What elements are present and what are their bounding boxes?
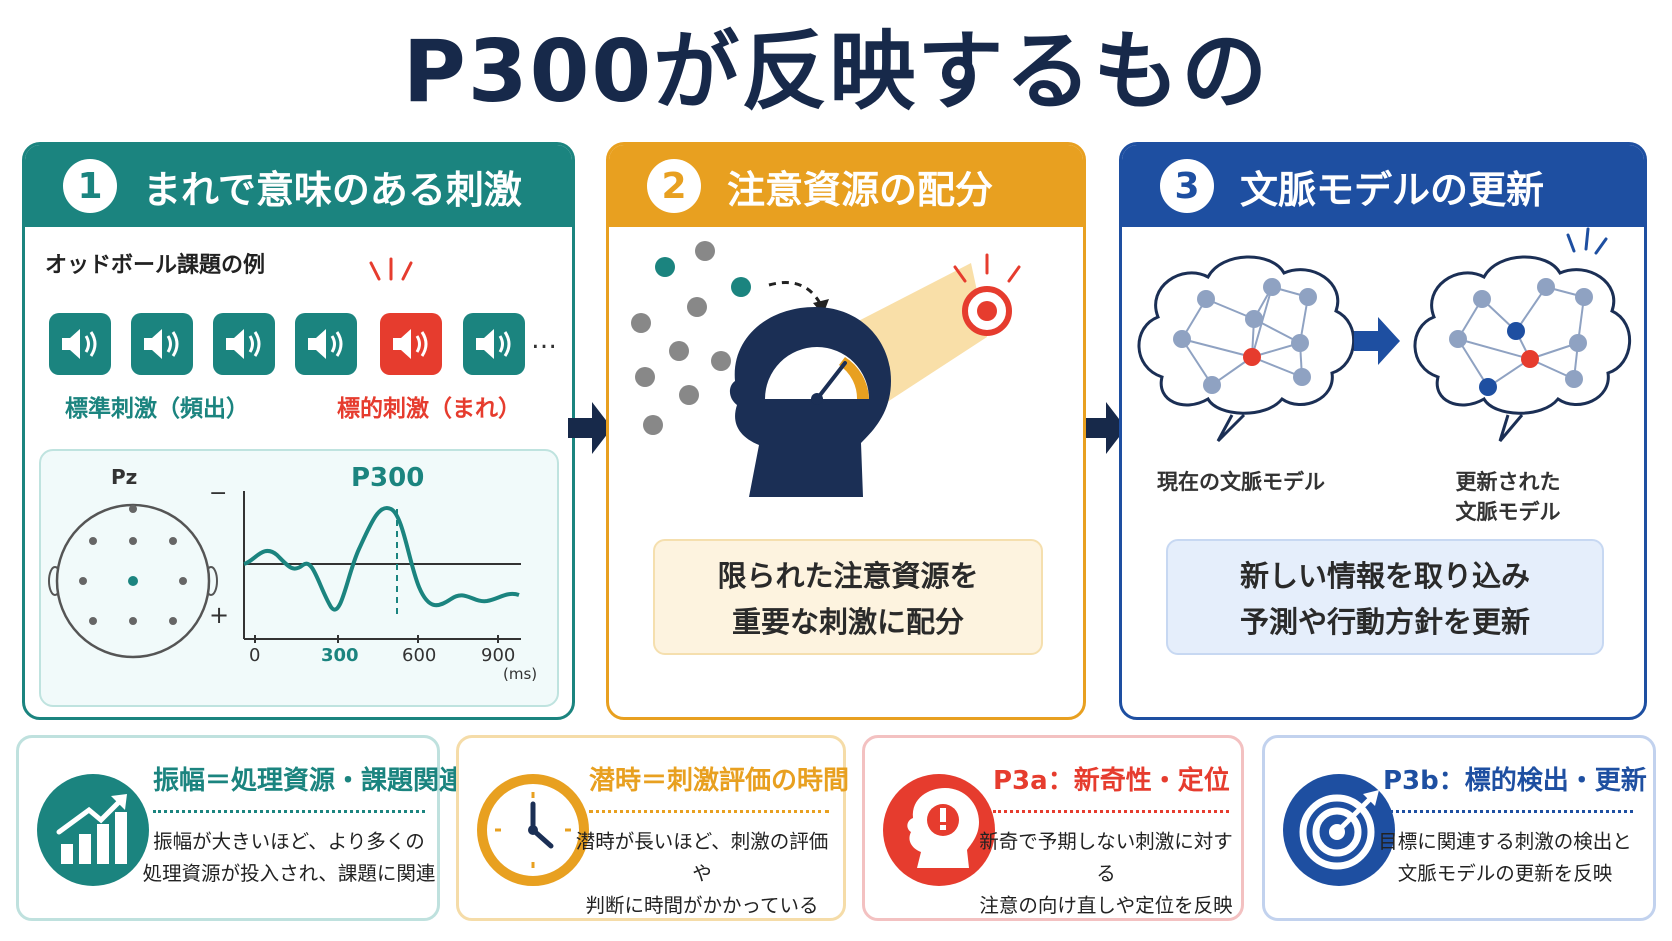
panel-context-update: 3 文脈モデルの更新	[1119, 142, 1647, 720]
card-body-line: 潜時が長いほど、刺激の評価や	[575, 830, 829, 885]
panel-header: 3 文脈モデルの更新	[1122, 145, 1644, 227]
unit-label: (ms)	[503, 665, 538, 683]
callout-line: 予測や行動方針を更新	[1239, 605, 1530, 639]
callout-line: 新しい情報を取り込み	[1239, 559, 1530, 593]
card-body-line: 判断に時間がかかっている	[585, 894, 819, 917]
updated-model-label-line: 文脈モデル	[1455, 500, 1561, 524]
target-stimulus-label: 標的刺激（まれ）	[337, 396, 521, 422]
card-body: 振幅が大きいほど、より多くの 処理資源が投入され、課題に関連	[139, 826, 439, 890]
card-body-line: 処理資源が投入され、課題に関連	[142, 862, 436, 885]
card-p3a: P3a：新奇性・定位 新奇で予期しない刺激に対する 注意の向け直しや定位を反映	[862, 735, 1244, 921]
card-body-line: 目標に関連する刺激の検出と	[1378, 830, 1632, 853]
head-alert-icon	[883, 774, 995, 886]
card-title: P3b：標的検出・更新	[1383, 766, 1647, 796]
arrow-right-icon	[1082, 402, 1126, 454]
panel-number: 1	[63, 159, 117, 213]
alert-rays-icon	[369, 257, 413, 281]
brain-network-icon	[1137, 255, 1355, 443]
panel-header: 1 まれで意味のある刺激	[25, 145, 572, 227]
arrow-right-icon	[568, 402, 612, 454]
page-title: P300が反映するもの	[402, 22, 1270, 122]
axis-plus-label: +	[209, 601, 230, 629]
panel-title: 文脈モデルの更新	[1240, 167, 1545, 212]
ellipsis: …	[531, 325, 559, 355]
card-title: 潜時＝刺激評価の時間	[589, 766, 850, 796]
card-body-line: 文脈モデルの更新を反映	[1397, 862, 1613, 885]
card-body: 潜時が長いほど、刺激の評価や 判断に時間がかかっている	[567, 826, 837, 922]
arrow-right-icon	[1354, 317, 1400, 365]
target-speaker-icon	[380, 313, 442, 375]
card-p3b: P3b：標的検出・更新 目標に関連する刺激の検出と 文脈モデルの更新を反映	[1262, 735, 1656, 921]
panel-rare-stimulus: 1 まれで意味のある刺激 オッドボール課題の例 … 標準刺激（頻出） 標的刺激（…	[22, 142, 575, 720]
panel-title: 注意資源の配分	[727, 167, 994, 212]
updated-model-label-line: 更新された	[1455, 470, 1561, 494]
brain-network-icon	[1413, 227, 1631, 442]
speaker-icon	[463, 313, 525, 375]
card-title: P3a：新奇性・定位	[993, 766, 1230, 796]
speaker-icon	[295, 313, 357, 375]
panel-attention-allocation: 2 注意資源の配分 限られた注意資源を 重要な刺激に配分	[606, 142, 1086, 720]
updated-model-label: 更新された 文脈モデル	[1428, 467, 1588, 527]
card-body: 新奇で予期しない刺激に対する 注意の向け直しや定位を反映	[971, 826, 1241, 922]
tick-label: 0	[249, 645, 261, 666]
context-callout: 新しい情報を取り込み 予測や行動方針を更新	[1166, 539, 1604, 655]
axis-minus-label: −	[209, 481, 228, 506]
clock-icon	[477, 774, 589, 886]
speaker-icon	[213, 313, 275, 375]
brain-network-illustration	[1137, 227, 1631, 443]
erp-panel: Pz P300 − + 0 300 600 900 (ms)	[39, 449, 559, 707]
panel-number: 2	[647, 159, 701, 213]
card-title: 振幅＝処理資源・課題関連性	[153, 766, 492, 796]
erp-waveform-figure	[48, 491, 521, 659]
speaker-icon	[49, 313, 111, 375]
card-divider	[589, 810, 829, 813]
attention-callout: 限られた注意資源を 重要な刺激に配分	[653, 539, 1043, 655]
current-model-label: 現在の文脈モデル	[1157, 470, 1325, 494]
panel-title: まれで意味のある刺激	[143, 167, 522, 212]
panel-number: 3	[1160, 159, 1214, 213]
target-arrow-icon	[1283, 774, 1395, 886]
card-divider	[1383, 810, 1633, 813]
tick-label: 900	[481, 645, 516, 666]
callout-line: 限られた注意資源を	[717, 559, 979, 593]
attention-gauge-illustration	[631, 241, 1021, 497]
panel-header: 2 注意資源の配分	[609, 145, 1083, 227]
card-latency: 潜時＝刺激評価の時間 潜時が長いほど、刺激の評価や 判断に時間がかかっている	[456, 735, 850, 922]
card-divider	[993, 810, 1229, 813]
card-body: 目標に関連する刺激の検出と 文脈モデルの更新を反映	[1365, 826, 1645, 890]
tick-label: 300	[321, 645, 359, 666]
p300-peak-label: P300	[351, 463, 425, 493]
tick-label: 600	[402, 645, 437, 666]
card-divider	[153, 810, 425, 813]
standard-stimulus-label: 標準刺激（頻出）	[65, 396, 249, 422]
card-body-line: 注意の向け直しや定位を反映	[979, 894, 1233, 917]
card-amplitude: 振幅＝処理資源・課題関連性 振幅が大きいほど、より多くの 処理資源が投入され、課…	[16, 735, 491, 921]
bar-chart-up-icon	[37, 774, 149, 886]
card-body-line: 振幅が大きいほど、より多くの	[153, 830, 425, 853]
speaker-icon	[131, 313, 193, 375]
electrode-label: Pz	[111, 465, 138, 489]
oddball-label: オッドボール課題の例	[45, 253, 266, 278]
callout-line: 重要な刺激に配分	[731, 605, 964, 639]
card-body-line: 新奇で予期しない刺激に対する	[979, 830, 1233, 885]
